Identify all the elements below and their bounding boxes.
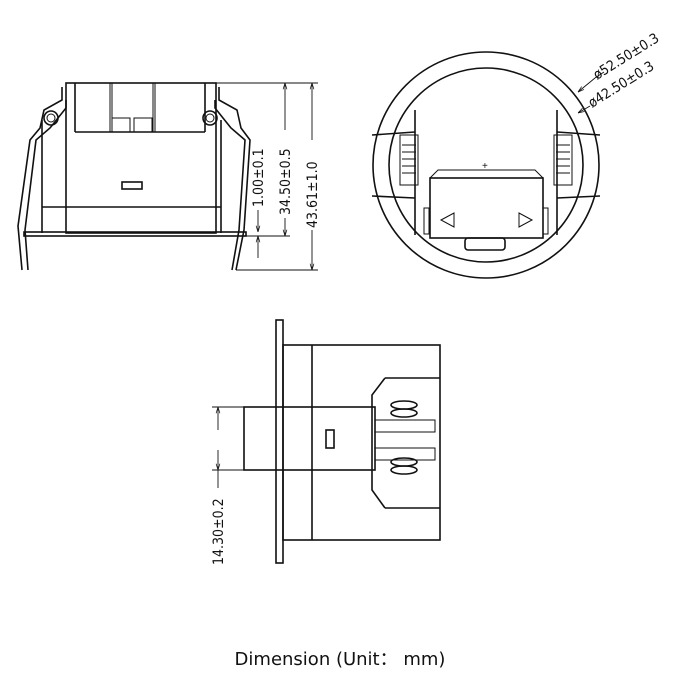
- side-dimensions: 14.30±0.2: [211, 406, 244, 565]
- screw-hole-right: [202, 110, 218, 126]
- caption: Dimension (Unit： mm): [234, 649, 446, 670]
- side-flange: [275, 319, 284, 564]
- latch-slot: [121, 181, 143, 190]
- spring-clip-right: [553, 131, 601, 199]
- side-spring-bottom: [390, 457, 418, 475]
- dim-flange-label: 1.00±0.1: [251, 148, 267, 207]
- front-view: [17, 82, 251, 271]
- screw-hole-left: [43, 110, 59, 126]
- top-dimensions: ø52.50±0.3 ø42.50±0.3: [578, 30, 662, 113]
- side-spring-top: [390, 400, 418, 418]
- dim-body-height-label: 34.50±0.5: [278, 148, 294, 215]
- spring-clip-left: [371, 131, 419, 199]
- flange: [23, 231, 247, 237]
- dim-depth-label: 14.30±0.2: [211, 498, 227, 565]
- svg-text:+: +: [482, 161, 488, 172]
- dim-total-height-label: 43.61±1.0: [305, 161, 321, 228]
- side-view: [243, 319, 441, 564]
- front-dimensions: 1.00±0.1 34.50±0.5 43.61±1.0: [216, 82, 321, 271]
- top-view: +: [371, 51, 601, 279]
